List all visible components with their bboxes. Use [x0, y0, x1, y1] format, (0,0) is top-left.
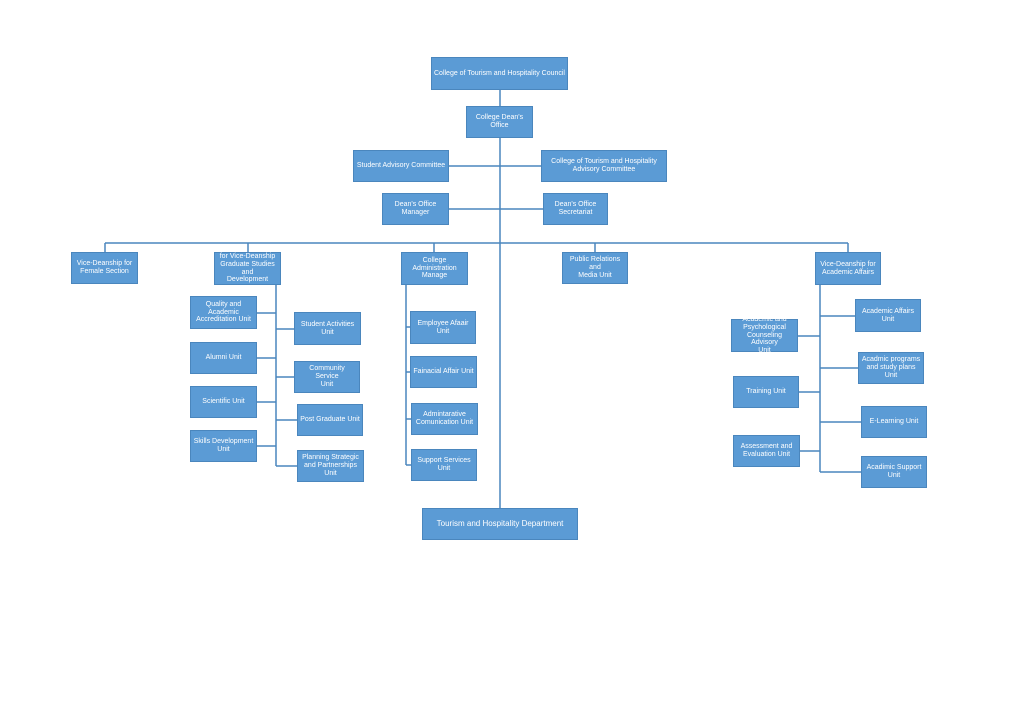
council-box: College of Tourism and Hospitality Counc… [431, 57, 568, 90]
office-manager-box: Dean's Office Manager [382, 193, 449, 225]
college-advisory-box: College of Tourism and Hospitality Advis… [541, 150, 667, 182]
academic-affairs-box: Vice-Deanship for Academic Affairs [815, 252, 881, 285]
graduate-unit-box: Planning Strategic and Partnerships Unit [297, 450, 364, 482]
graduate-unit-box: Alumni Unit [190, 342, 257, 374]
student-advisory-box: Student Advisory Committee [353, 150, 449, 182]
graduate-unit-box: Student Activities Unit [294, 312, 361, 345]
graduate-unit-box: Scientific Unit [190, 386, 257, 418]
female-section-box: Vice-Deanship for Female Section [71, 252, 138, 284]
admin-unit-box: Employee Afaair Unit [410, 311, 476, 344]
public-relations-box: Public Relations and Media Unit [562, 252, 628, 284]
graduate-unit-box: Quality and Academic Accreditation Unit [190, 296, 257, 329]
dean-office-box: College Dean's Office [466, 106, 533, 138]
graduate-unit-box: Post Graduate Unit [297, 404, 363, 436]
office-secretariat-box: Dean's Office Secretariat [543, 193, 608, 225]
graduate-unit-box: Skills Development Unit [190, 430, 257, 462]
graduate-unit-box: Community Service Unit [294, 361, 360, 393]
academic-unit-box: Training Unit [733, 376, 799, 408]
department-box: Tourism and Hospitality Department [422, 508, 578, 540]
academic-unit-box: Academic and Psychological Counseling Ad… [731, 316, 798, 354]
graduate-studies-box: for Vice-Deanship Graduate Studies and D… [214, 252, 281, 285]
admin-unit-box: Fainacial Affair Unit [410, 356, 477, 388]
administration-box: College Administration Manage [401, 252, 468, 285]
academic-unit-box: E-Learning Unit [861, 406, 927, 438]
academic-unit-box: Academic Affairs Unit [855, 299, 921, 332]
academic-unit-box: Assessment and Evaluation Unit [733, 435, 800, 467]
academic-unit-box: Acadmic programs and study plans Unit [858, 352, 924, 384]
admin-unit-box: Admintarative Comunication Unit [411, 403, 478, 435]
academic-unit-box: Acadimic Support Unit [861, 456, 927, 488]
admin-unit-box: Support Services Unit [411, 449, 477, 481]
